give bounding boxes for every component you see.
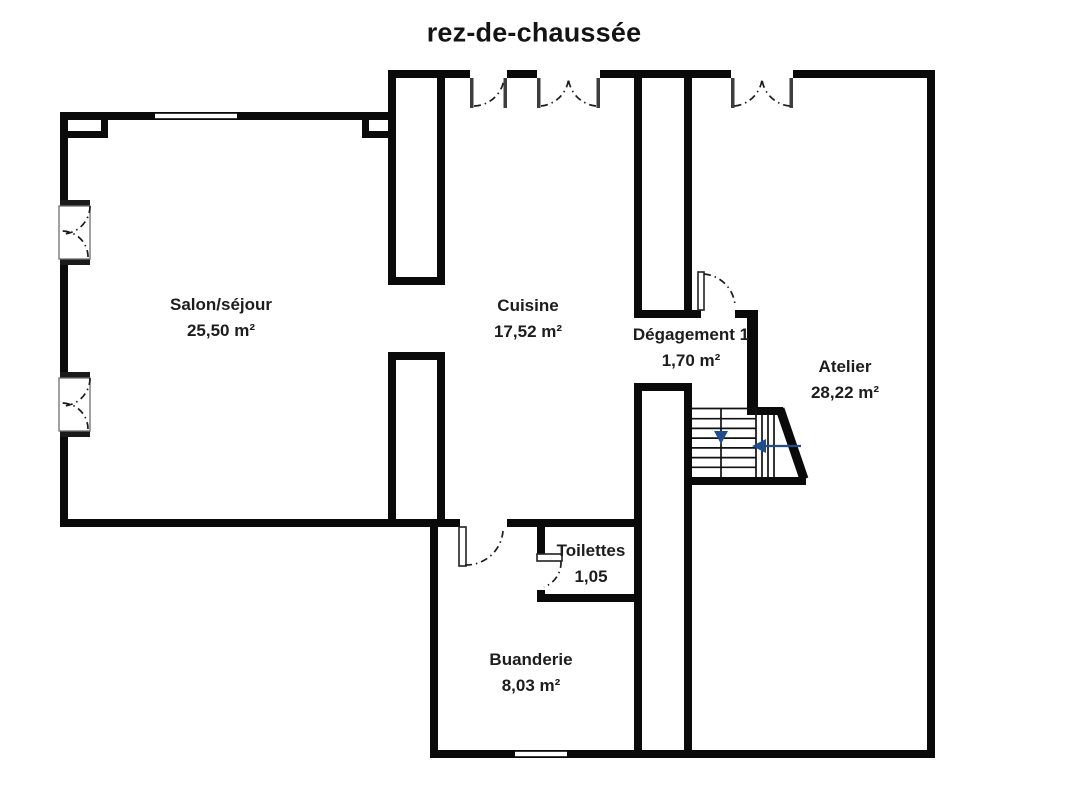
room-area: 25,50 m² (186, 321, 256, 340)
door-swing-icon (458, 526, 504, 567)
room-name: Atelier (818, 357, 872, 376)
stairs-turn-left-arrow-icon (752, 439, 801, 453)
top-doors (470, 78, 793, 108)
room-label-degagement: Dégagement 1 1,70 m² (633, 322, 749, 374)
room-name: Buanderie (489, 650, 573, 669)
room-label-toilettes: Toilettes 1,05 (557, 538, 626, 590)
room-name: Dégagement 1 (632, 325, 750, 344)
windows (155, 113, 567, 757)
room-area: 17,52 m² (493, 322, 563, 341)
door-swing-icon (470, 78, 507, 108)
room-area: 1,70 m² (661, 351, 721, 370)
room-name: Salon/séjour (169, 295, 273, 314)
door-swing-icon (536, 553, 563, 588)
window-icon (155, 113, 237, 119)
room-label-cuisine: Cuisine 17,52 m² (494, 293, 562, 345)
room-label-salon: Salon/séjour 25,50 m² (170, 292, 272, 344)
floor-title: rez-de-chaussée (426, 17, 642, 48)
room-name: Cuisine (497, 296, 559, 315)
french-window-icon (58, 372, 91, 437)
stairs (692, 407, 801, 477)
room-label-atelier: Atelier 28,22 m² (811, 354, 879, 406)
french-windows (58, 200, 91, 437)
room-area: 8,03 m² (501, 676, 561, 695)
french-window-icon (58, 200, 91, 265)
door-swing-icon (697, 271, 736, 311)
room-area: 1,05 (574, 567, 608, 586)
room-name: Toilettes (556, 541, 626, 560)
stairs-down-arrow-icon (714, 431, 728, 444)
double-door-swing-icon (537, 78, 600, 108)
interior-doors (458, 271, 736, 588)
window-icon (515, 751, 567, 757)
walls (60, 70, 935, 758)
double-door-swing-icon (731, 78, 793, 108)
room-label-buanderie: Buanderie 8,03 m² (489, 647, 572, 699)
room-area: 28,22 m² (810, 383, 880, 402)
